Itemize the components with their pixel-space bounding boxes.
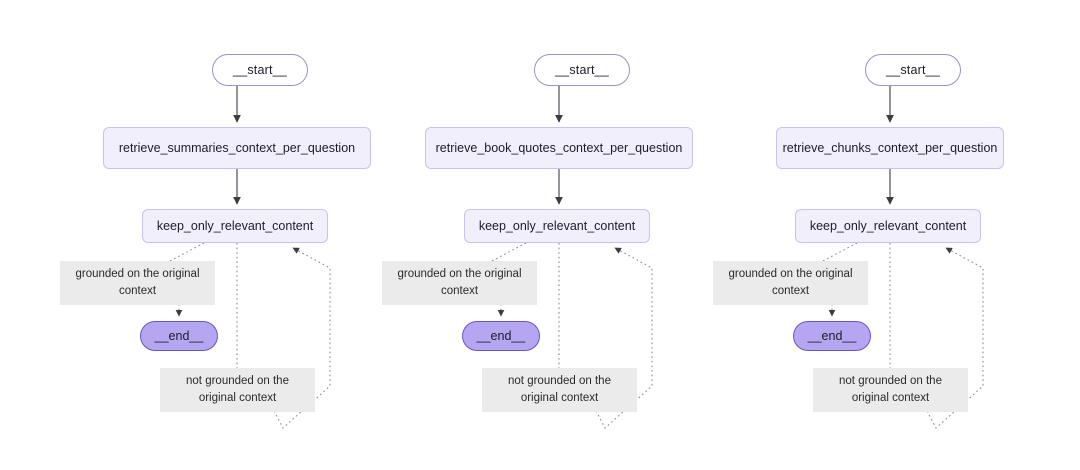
- node-retrieve-summaries-context-per-question[interactable]: retrieve_summaries_context_per_question: [103, 127, 371, 169]
- edge-label-grounded: grounded on the original context: [60, 261, 215, 305]
- edge-label-grounded: grounded on the original context: [382, 261, 537, 305]
- node-keep-only-relevant-content[interactable]: keep_only_relevant_content: [795, 209, 981, 243]
- graph-column-book-quotes: __start__ retrieve_book_quotes_context_p…: [382, 0, 762, 470]
- node-retrieve-chunks-context-per-question[interactable]: retrieve_chunks_context_per_question: [776, 127, 1004, 169]
- edge-label-not-grounded: not grounded on the original context: [813, 368, 968, 412]
- node-keep-only-relevant-content[interactable]: keep_only_relevant_content: [142, 209, 328, 243]
- node-start[interactable]: __start__: [212, 54, 308, 86]
- node-end[interactable]: __end__: [140, 321, 218, 351]
- node-keep-only-relevant-content[interactable]: keep_only_relevant_content: [464, 209, 650, 243]
- edge-label-not-grounded: not grounded on the original context: [482, 368, 637, 412]
- edge-label-grounded: grounded on the original context: [713, 261, 868, 305]
- node-end[interactable]: __end__: [793, 321, 871, 351]
- node-retrieve-book-quotes-context-per-question[interactable]: retrieve_book_quotes_context_per_questio…: [425, 127, 693, 169]
- graph-column-chunks: __start__ retrieve_chunks_context_per_qu…: [713, 0, 1080, 470]
- graph-column-summaries: __start__ retrieve_summaries_context_per…: [60, 0, 440, 470]
- node-end[interactable]: __end__: [462, 321, 540, 351]
- node-start[interactable]: __start__: [534, 54, 630, 86]
- node-start[interactable]: __start__: [865, 54, 961, 86]
- edge-label-not-grounded: not grounded on the original context: [160, 368, 315, 412]
